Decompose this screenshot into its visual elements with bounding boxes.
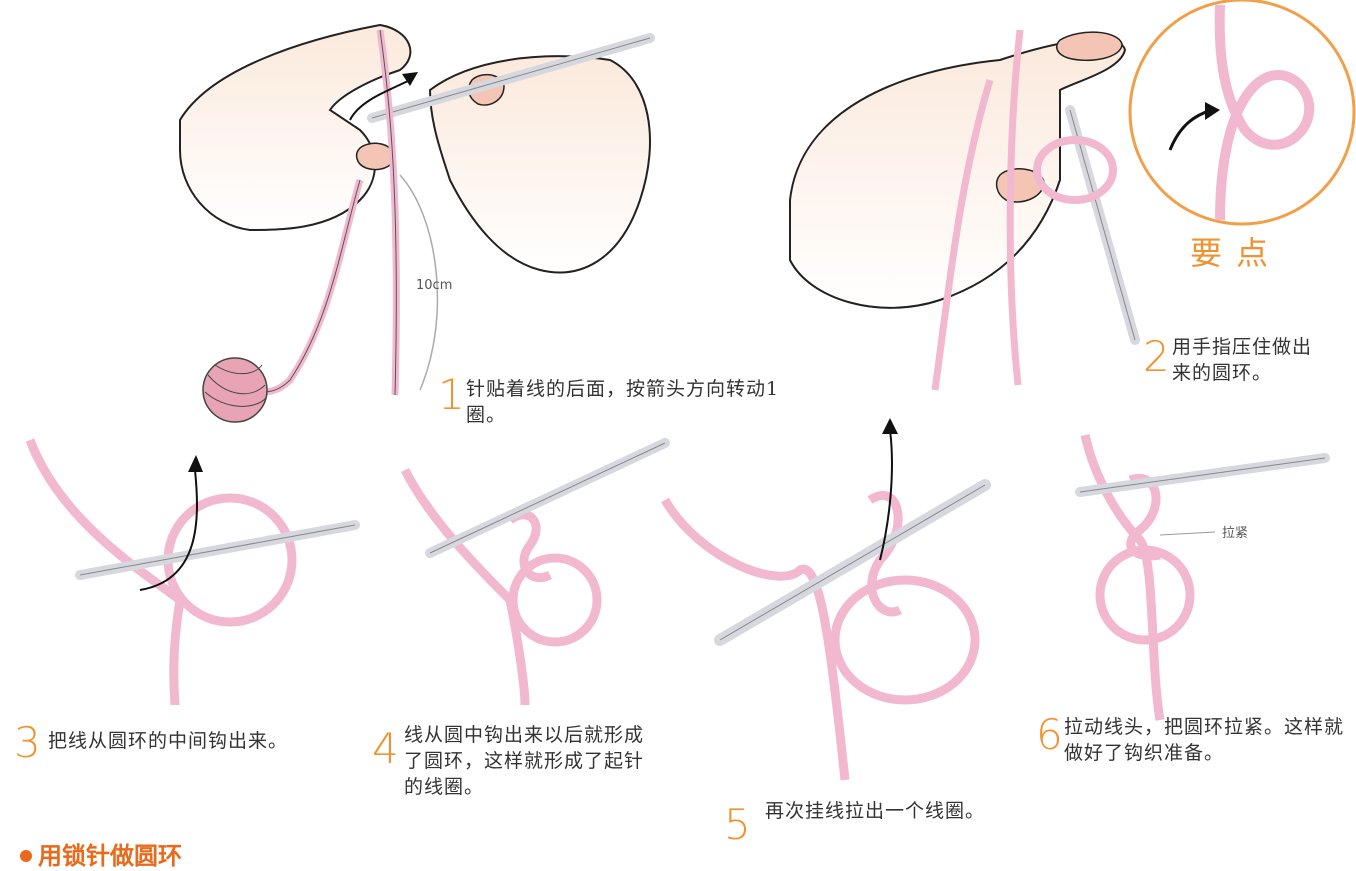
step-caption: 线从圆中钩出来以后就形成了圆环，这样就形成了起针的线圈。 [404,722,654,800]
arrow-head [188,455,203,472]
left-hand-shape [180,25,410,230]
yarn-twist [510,515,550,578]
step3-illustration [30,440,355,705]
step2-illustration [790,30,1135,390]
step-caption: 再次挂线拉出一个线圈。 [765,798,1005,824]
step4-illustration [405,443,665,705]
arrow-head [882,418,898,434]
section-heading: 用锁针做圆环 [20,836,182,871]
yarn-strand [405,470,525,705]
fingernail [1057,32,1122,60]
crochet-hook-edge [720,485,985,640]
key-point-callout [1130,0,1354,224]
crochet-hook-edge [1080,458,1325,492]
yarn-ball [203,358,267,422]
step-caption: 把线从圆环的中间钩出来。 [48,728,318,754]
hand-shape [790,39,1125,308]
step-number: 4 [372,728,399,770]
bullet-dot [20,850,32,862]
key-point-label: 要点 [1190,228,1282,274]
length-label: 10cm [416,278,452,293]
section-heading-text: 用锁针做圆环 [38,842,182,870]
fingernail [357,143,394,169]
step-caption: 用手指压住做出来的圆环。 [1172,334,1322,386]
step-caption: 针贴着线的后面，按箭头方向转动1圈。 [466,376,786,428]
yarn-loop [835,580,975,700]
step-number: 1 [438,374,465,416]
step1-illustration [180,25,650,422]
yarn-strand [380,30,396,395]
arrow-head [402,72,418,86]
pull-tight-label: 拉紧 [1222,522,1248,541]
step-number: 2 [1143,336,1170,378]
step-number: 3 [14,722,41,764]
crochet-hook-edge [430,443,665,553]
step-number: 6 [1036,714,1063,756]
step-number: 5 [724,804,751,846]
yarn-strand [665,500,845,780]
step6-illustration [1080,435,1325,720]
label-leader [1160,532,1215,535]
step-caption: 拉动线头，把圆环拉紧。这样就做好了钩织准备。 [1064,714,1349,766]
step5-illustration [665,418,985,780]
